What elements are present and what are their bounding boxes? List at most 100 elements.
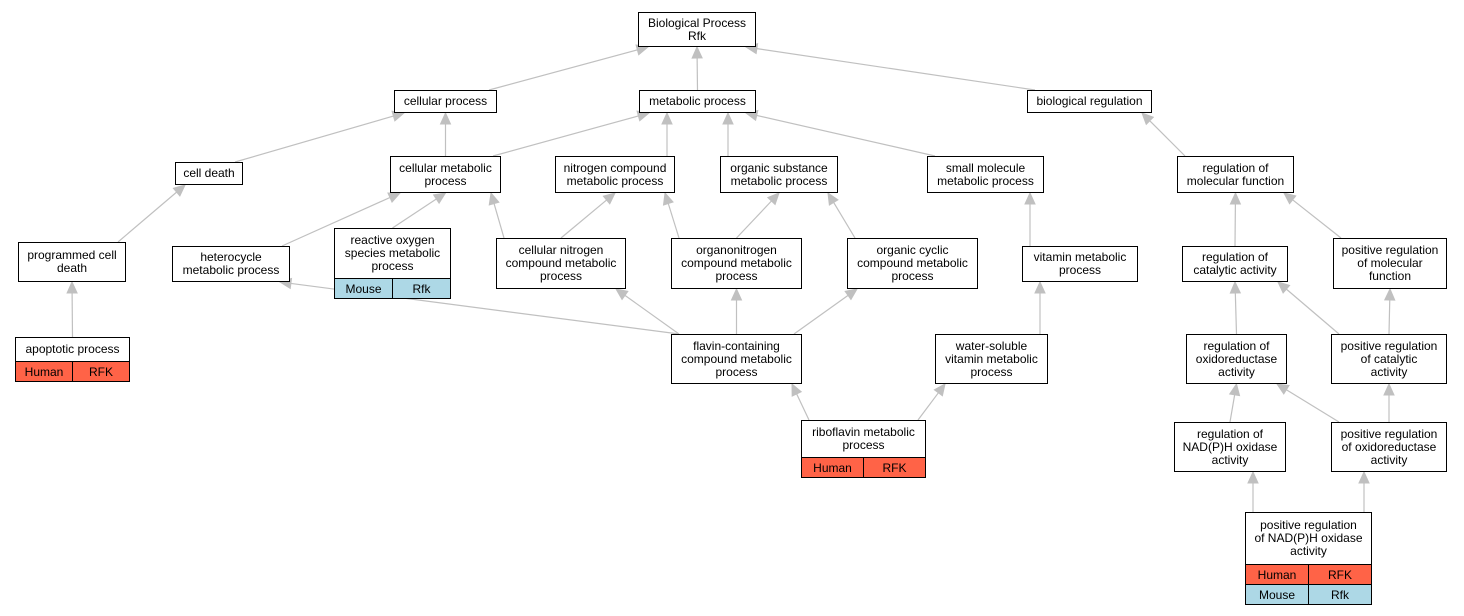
go-term-label: water-soluble vitamin metabolic process [945, 338, 1038, 379]
go-term-prnox: positive regulation of NAD(P)H oxidase a… [1245, 512, 1372, 605]
edge-cmp-to-mp [492, 115, 639, 157]
arrowhead-icon [488, 191, 500, 206]
go-term-occmp: organic cyclic compound metabolic proces… [847, 238, 978, 289]
go-term-prca: positive regulation of catalytic activit… [1331, 334, 1447, 384]
species-name: Human [24, 364, 64, 379]
go-term-cmp: cellular metabolic process [390, 156, 501, 193]
gene-symbol: RFK [1308, 565, 1371, 584]
arrowhead-icon [1277, 281, 1291, 294]
go-term-roa: regulation of oxidoreductase activity [1186, 334, 1287, 384]
go-term-label: biological regulation [1036, 94, 1143, 108]
arrowhead-icon [722, 111, 734, 125]
edge-cncmp-to-ncmp [560, 199, 607, 239]
arrowhead-icon [439, 111, 452, 125]
go-term-osmp: organic substance metabolic process [720, 156, 838, 193]
edge-proa-to-roa [1286, 389, 1340, 423]
edge-oncmp-to-ncmp [667, 203, 680, 239]
go-term-label: nitrogen compound metabolic process [563, 160, 667, 188]
edge-rnox-to-roa [1229, 394, 1236, 423]
edge-occmp-to-osmp [833, 202, 856, 239]
go-term-label: cellular process [403, 94, 488, 108]
arrowhead-icon [1275, 383, 1290, 395]
go-term-label: cell death [183, 166, 235, 180]
go-term-label: positive regulation of molecular functio… [1341, 243, 1439, 283]
arrowhead-icon [1358, 470, 1370, 484]
go-term-label: cellular nitrogen compound metabolic pro… [505, 243, 617, 283]
go-term-fccmp: flavin-containing compound metabolic pro… [671, 334, 802, 384]
edge-prca-to-prmf [1388, 299, 1391, 335]
arrowhead-icon [1034, 280, 1046, 294]
arrowhead-icon [387, 192, 402, 203]
go-term-cp: cellular process [394, 90, 497, 113]
go-term-smmp: small molecule metabolic process [927, 156, 1044, 193]
gene-symbol: Rfk [1308, 585, 1371, 604]
species-name: Mouse [1258, 587, 1296, 602]
edge-fccmp-to-occmp [793, 294, 849, 335]
go-term-vmp: vitamin metabolic process [1022, 246, 1138, 282]
go-term-label: flavin-containing compound metabolic pro… [681, 338, 792, 379]
go-term-label: heterocycle metabolic process [182, 250, 280, 277]
arrowhead-icon [791, 382, 803, 397]
arrowhead-icon [172, 184, 186, 197]
go-term-label: programmed cell death [27, 248, 117, 275]
go-term-label: regulation of catalytic activity [1193, 250, 1277, 277]
go-term-label: riboflavin metabolic process [812, 425, 915, 452]
go-term-label: organonitrogen compound metabolic proces… [681, 243, 792, 283]
arrowhead-icon [1229, 280, 1242, 294]
go-term-wsvmp: water-soluble vitamin metabolic process [935, 334, 1048, 384]
edge-smmp-to-mp [756, 114, 936, 157]
go-term-mp: metabolic process [639, 90, 756, 113]
edge-oncmp-to-osmp [736, 200, 772, 239]
species-name: Human [1257, 567, 1297, 582]
go-term-pcd: programmed cell death [18, 242, 126, 282]
go-term-label: metabolic process [649, 94, 746, 108]
edge-rmf-to-br [1149, 120, 1186, 157]
go-term-label: positive regulation of NAD(P)H oxidase a… [1254, 518, 1363, 558]
arrowhead-icon [1283, 192, 1297, 205]
edge-roa-to-rca [1234, 292, 1238, 335]
arrowhead-icon [1141, 112, 1155, 126]
species-row-mouse: Mouse Rfk [1246, 584, 1371, 604]
go-term-ros: reactive oxygen species metabolic proces… [334, 228, 451, 299]
arrowhead-icon [1024, 191, 1036, 205]
go-term-rca: regulation of catalytic activity [1182, 246, 1288, 282]
arrowhead-icon [1228, 382, 1241, 397]
go-term-label: apoptotic process [25, 342, 120, 356]
edge-hmp-to-cmp [281, 196, 391, 247]
go-term-label: regulation of oxidoreductase activity [1195, 338, 1278, 379]
go-term-label: reactive oxygen species metabolic proces… [344, 233, 441, 273]
arrowhead-icon [933, 383, 946, 397]
edge-prmf-to-rmf [1292, 199, 1342, 239]
go-term-rmf: regulation of molecular function [1177, 156, 1294, 193]
go-term-label: positive regulation of catalytic activit… [1340, 338, 1438, 379]
arrowhead-icon [432, 192, 447, 205]
arrowhead-icon [691, 45, 703, 59]
go-term-label: small molecule metabolic process [937, 160, 1034, 188]
go-term-rnox: regulation of NAD(P)H oxidase activity [1174, 422, 1286, 472]
arrowhead-icon [1229, 191, 1242, 205]
edge-rfmp-to-wsvmp [917, 392, 939, 421]
go-term-proa: positive regulation of oxidoreductase ac… [1331, 422, 1447, 472]
go-term-label: cellular metabolic process [399, 160, 492, 188]
edge-rfmp-to-fccmp [796, 393, 810, 421]
arrowhead-icon [66, 280, 78, 294]
go-term-label: regulation of NAD(P)H oxidase activity [1182, 426, 1278, 467]
edge-ros-to-cmp [392, 198, 437, 229]
arrowhead-icon [602, 192, 616, 205]
edge-cp-to-bp [488, 49, 638, 91]
arrowhead-icon [661, 111, 673, 125]
arrowhead-icon [1383, 287, 1396, 301]
species-row-human: Human RFK [1246, 564, 1371, 584]
go-term-label: organic cyclic compound metabolic proces… [857, 243, 968, 283]
edge-pcd-to-cd [117, 191, 178, 243]
go-term-cd: cell death [175, 162, 243, 185]
species-name: Mouse [345, 281, 382, 296]
arrowhead-icon [1247, 470, 1259, 484]
go-term-oncmp: organonitrogen compound metabolic proces… [671, 238, 802, 289]
go-term-br: biological regulation [1027, 90, 1152, 113]
edge-fccmp-to-cncmp [624, 294, 680, 335]
edge-br-to-bp [756, 48, 1036, 91]
